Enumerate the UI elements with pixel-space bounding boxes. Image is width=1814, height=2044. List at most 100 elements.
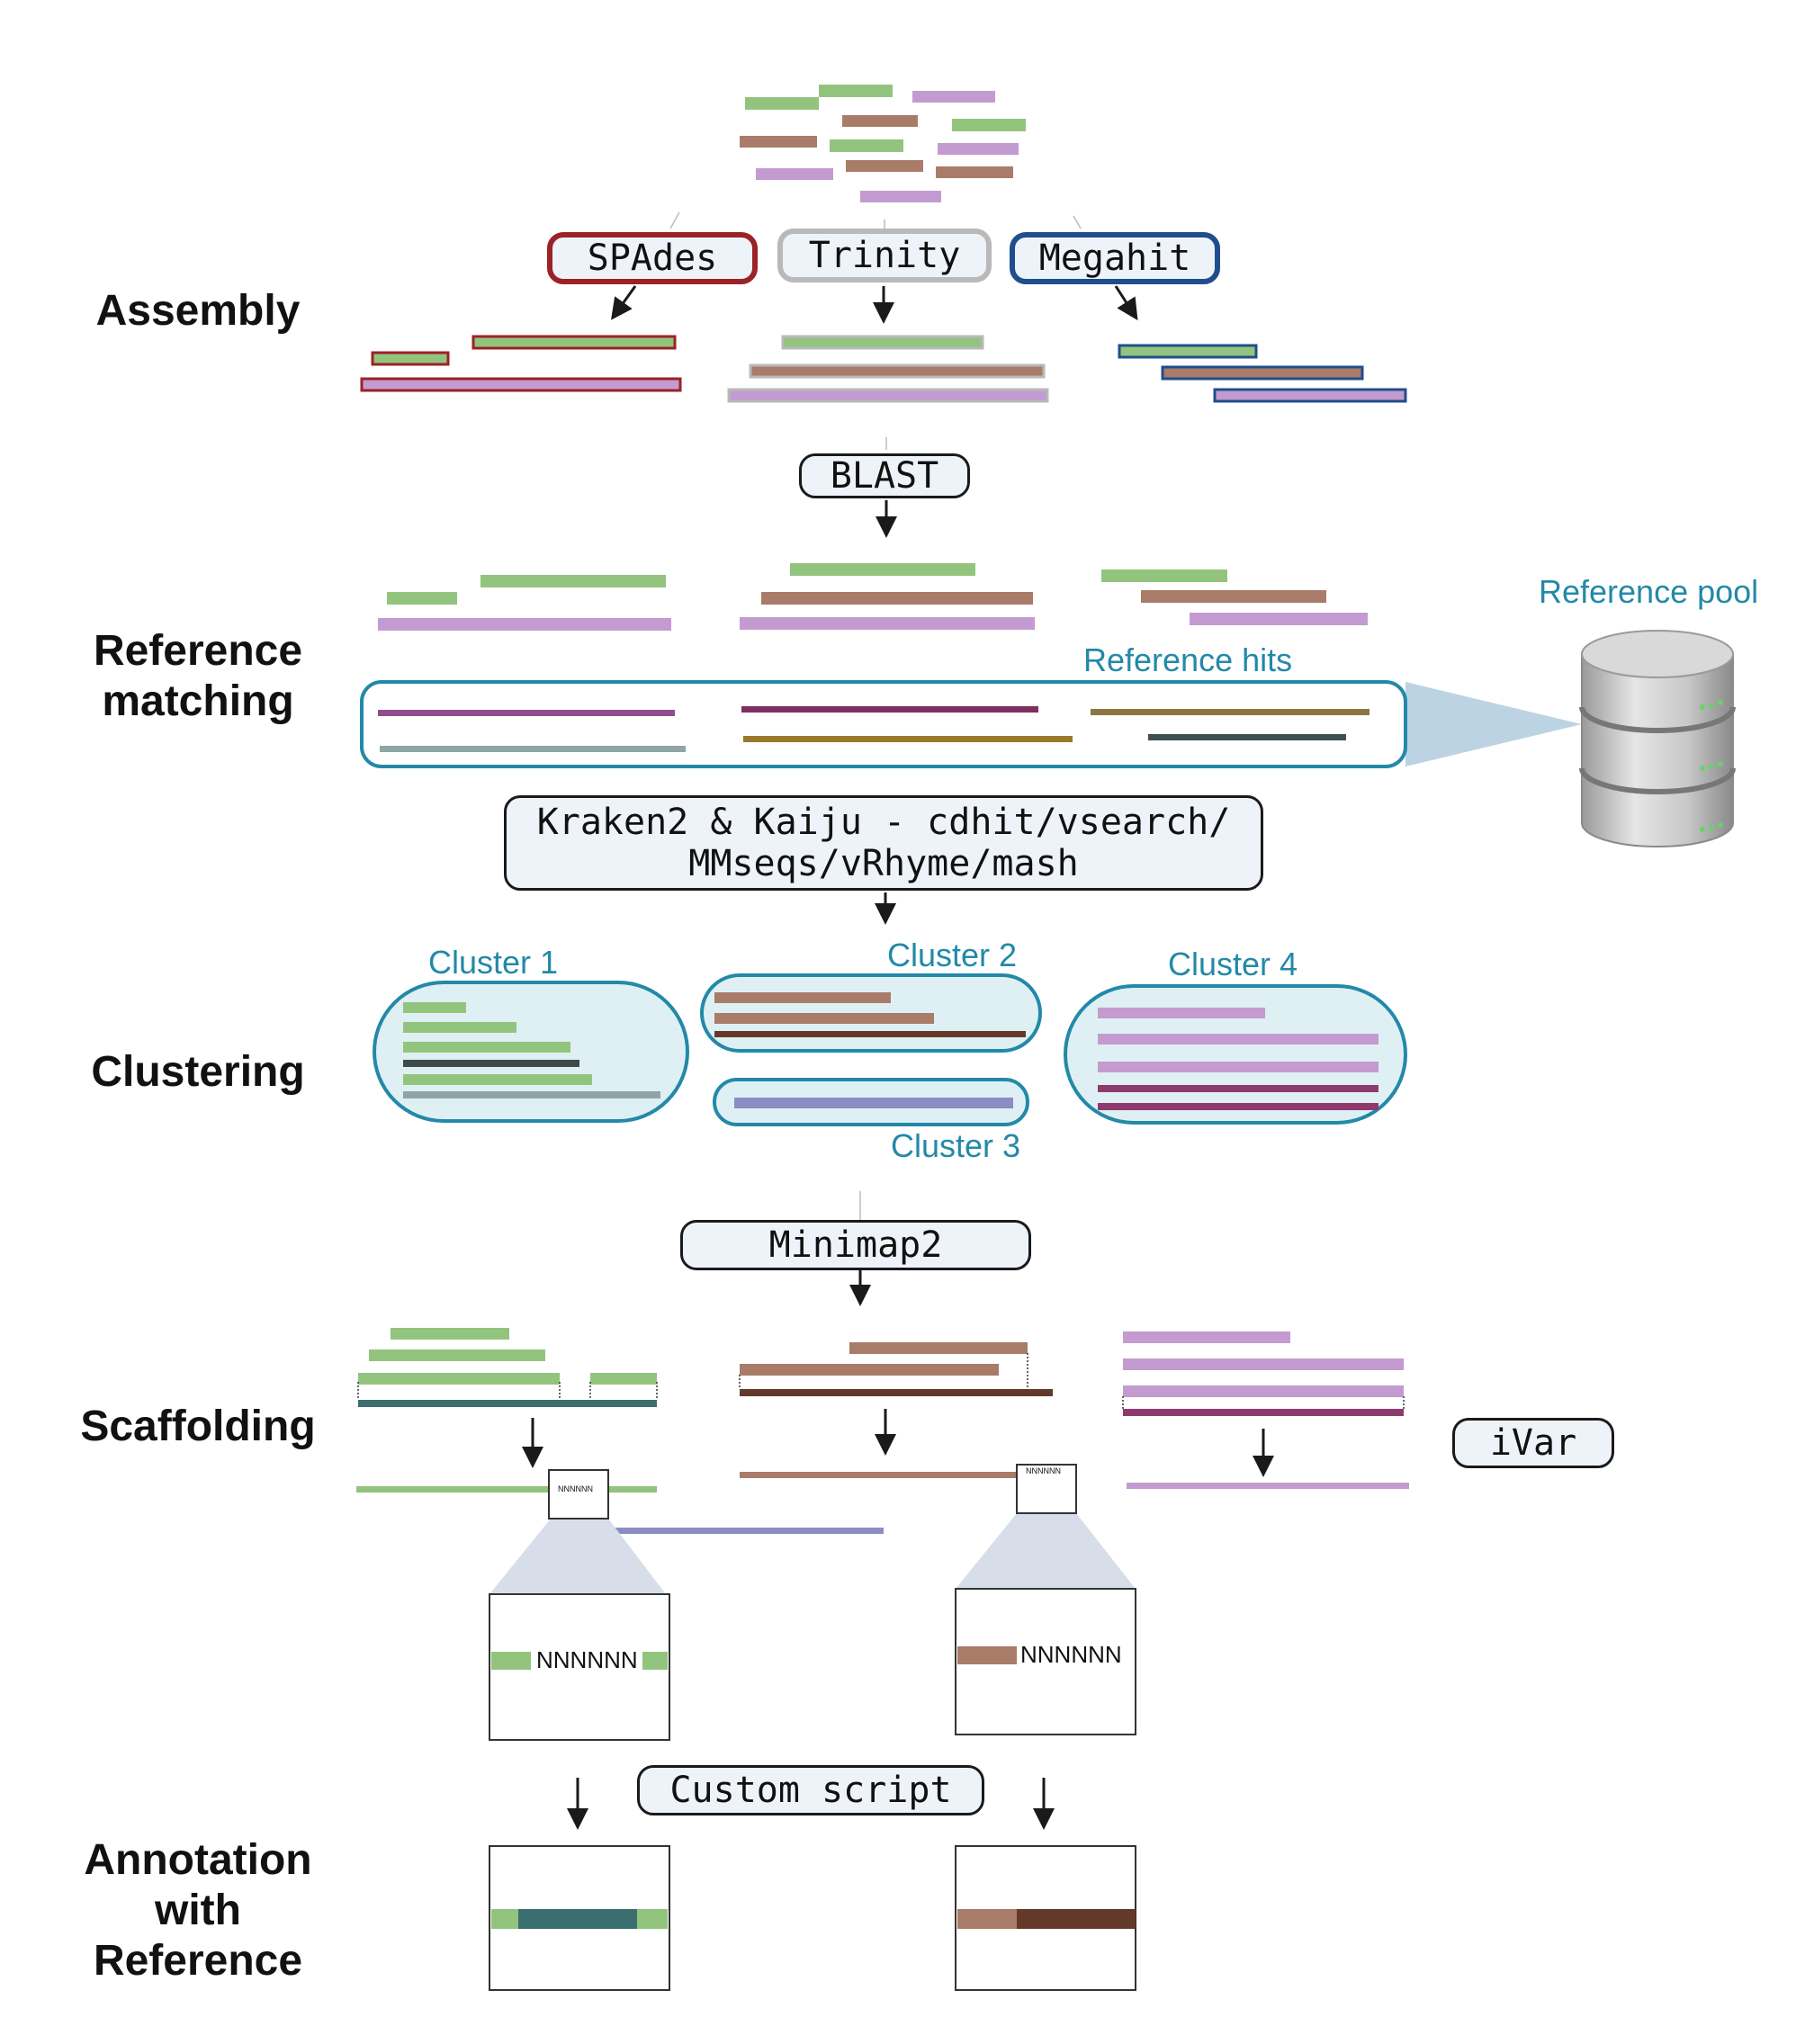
cluster-member: [1098, 1008, 1265, 1018]
megahit-arrow: [1114, 285, 1138, 321]
cluster-member: [403, 1022, 516, 1033]
reference: [1123, 1409, 1404, 1416]
zoom-projection: [489, 1519, 666, 1594]
flank: [957, 1646, 1017, 1664]
read: [849, 1342, 1028, 1354]
ivar-tool: iVar: [1452, 1418, 1614, 1468]
zoom-projection: [956, 1513, 1136, 1589]
gap-label-small: NNNNNN: [1026, 1466, 1061, 1475]
read: [369, 1349, 545, 1361]
megahit-contigs: [1118, 344, 1407, 403]
contig: [480, 575, 666, 587]
cluster-member: [403, 1074, 592, 1085]
raw-read: [860, 191, 941, 202]
stage-reference-matching: Reference matching: [93, 627, 303, 725]
cluster-member: [1098, 1062, 1378, 1072]
cluster-2-members: [714, 992, 1026, 1037]
scaffold: [601, 1528, 884, 1534]
trinity-contigs: [727, 335, 1049, 403]
cluster-member: [403, 1091, 660, 1098]
raw-read: [846, 160, 923, 172]
cluster-1-members: [403, 1002, 660, 1098]
reference-hits-box: [360, 680, 1407, 768]
reference-hit: [743, 736, 1073, 742]
custom-script-tool: Custom script: [637, 1765, 984, 1815]
scaffold: [1127, 1483, 1409, 1489]
reference: [740, 1389, 1053, 1396]
cluster-member: [403, 1002, 466, 1013]
cluster-member: [403, 1042, 570, 1053]
cluster-member: [714, 1031, 1026, 1037]
reference-projection: [1405, 682, 1582, 766]
reference-hit: [380, 746, 686, 752]
contig: [387, 592, 457, 605]
scaffold: [356, 1486, 657, 1493]
database-icon: [1579, 630, 1736, 847]
spades-arrow: [611, 285, 637, 320]
raw-read: [952, 119, 1026, 131]
stage-annotation: Annotation with Reference: [84, 1836, 312, 1985]
megahit-tool: Megahit: [1010, 232, 1220, 284]
contig: [1161, 365, 1364, 381]
flank: [491, 1652, 531, 1670]
read: [1123, 1358, 1404, 1370]
cluster-member: [1098, 1103, 1378, 1110]
stage-assembly: Assembly: [95, 287, 301, 335]
read: [358, 1373, 560, 1385]
contig: [471, 335, 677, 350]
reference-hit: [378, 710, 675, 716]
read: [1123, 1331, 1290, 1343]
scaffold-green: [357, 1328, 658, 1407]
filled-gap: [518, 1909, 637, 1929]
cluster-3-label: Cluster 3: [891, 1127, 1021, 1164]
cluster-member: [734, 1098, 1013, 1108]
gap-marker-box: [1016, 1464, 1077, 1514]
gap-label-zoom: NNNNNN: [1020, 1641, 1122, 1668]
contig: [1101, 569, 1227, 582]
reference-hit-lines: [378, 706, 1369, 752]
read: [740, 1364, 999, 1376]
contig: [740, 617, 1035, 630]
contig: [360, 377, 682, 392]
contig: [749, 363, 1046, 379]
reference-hit: [1148, 734, 1346, 740]
raw-read: [745, 97, 819, 110]
gap-marker-box: [548, 1469, 609, 1520]
cluster-member: [403, 1060, 579, 1067]
contig: [1213, 388, 1407, 403]
cluster-member: [1098, 1034, 1378, 1044]
raw-read: [740, 136, 817, 148]
cluster-2-label: Cluster 2: [887, 937, 1018, 973]
cluster-4-label: Cluster 4: [1168, 946, 1298, 982]
raw-read: [936, 166, 1013, 178]
reference-hit: [741, 706, 1038, 713]
read: [1123, 1385, 1404, 1397]
filled-gap: [1017, 1909, 1136, 1929]
flank: [642, 1652, 668, 1670]
gap-label-zoom: NNNNNN: [536, 1646, 638, 1673]
raw-read: [756, 168, 833, 180]
contig: [790, 563, 975, 576]
contig: [378, 618, 671, 631]
trinity-tool: Trinity: [777, 229, 992, 282]
raw-reads: [669, 85, 1082, 229]
raw-read: [830, 139, 903, 152]
reference-hit: [1091, 709, 1369, 715]
cluster-4-bubble: [1064, 984, 1407, 1125]
spades-contigs: [360, 335, 682, 392]
contig: [371, 351, 450, 366]
scaffold: [740, 1472, 1028, 1478]
cluster-member: [1098, 1085, 1378, 1092]
contig: [781, 335, 984, 350]
contig: [727, 388, 1049, 403]
raw-read: [938, 143, 1019, 155]
cluster-4-members: [1098, 1008, 1378, 1110]
read: [391, 1328, 509, 1340]
minimap2-tool: Minimap2: [680, 1220, 1031, 1270]
clustering-tools: Kraken2 & Kaiju - cdhit/vsearch/ MMseqs/…: [504, 795, 1263, 891]
contig: [1118, 344, 1258, 359]
scaffold-lilac: [1122, 1331, 1405, 1416]
cluster-1-label: Cluster 1: [428, 944, 559, 981]
contig: [1190, 613, 1368, 625]
